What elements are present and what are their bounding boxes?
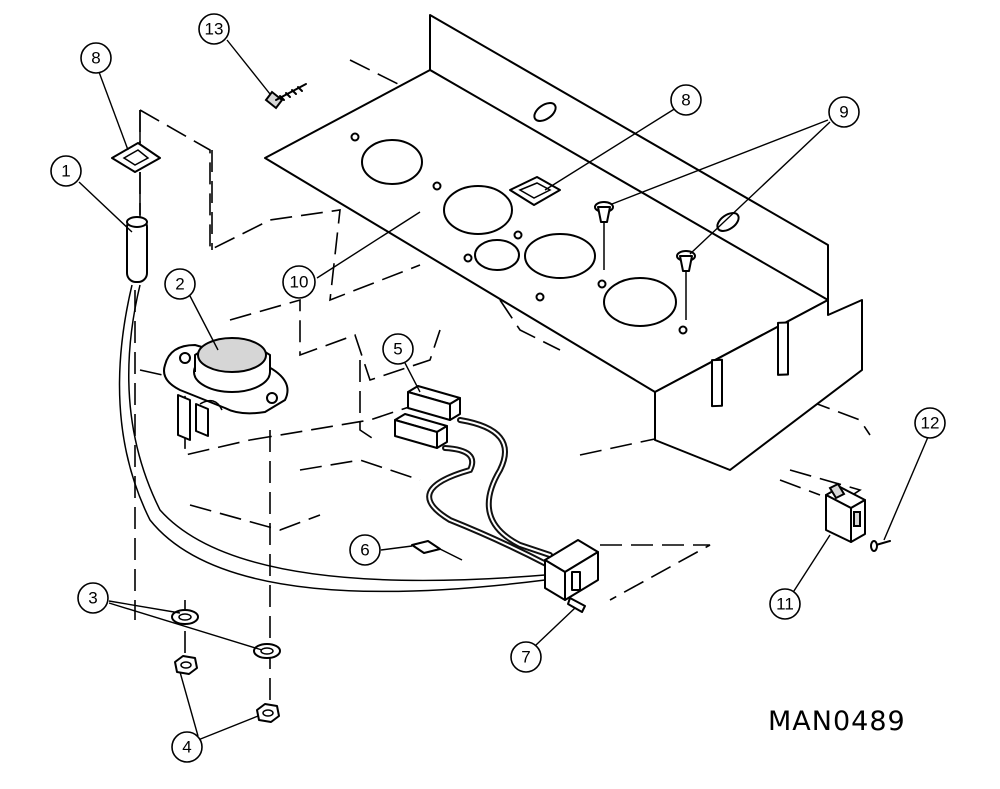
callout-7-label: 7 <box>521 648 530 667</box>
callout-5-label: 5 <box>393 340 402 359</box>
callout-13-label: 13 <box>205 20 224 39</box>
callout-3-label: 3 <box>88 589 97 608</box>
callout-leaders <box>78 39 929 741</box>
spade-connectors <box>394 385 461 449</box>
callout-4: 4 <box>171 731 203 763</box>
self-tapping-screw <box>264 83 307 110</box>
callout-12-label: 12 <box>921 414 940 433</box>
callout-6: 6 <box>349 534 381 566</box>
drawing-number: MAN0489 <box>768 706 906 737</box>
callout-10-label: 10 <box>290 273 309 292</box>
small-screw <box>870 540 891 552</box>
temperature-sensor <box>126 172 148 283</box>
callout-5: 5 <box>382 333 414 365</box>
hex-nuts <box>174 655 280 723</box>
sensor-lead-wires <box>118 284 546 593</box>
callout-8b-label: 8 <box>681 91 690 110</box>
callout-9-label: 9 <box>839 103 848 122</box>
callout-4-label: 4 <box>182 738 191 757</box>
callout-2: 2 <box>164 268 196 300</box>
callout-6-label: 6 <box>360 541 369 560</box>
callout-1-label: 1 <box>61 162 70 181</box>
callout-11-label: 11 <box>776 595 794 614</box>
callout-10: 10 <box>282 265 316 299</box>
ring-terminal <box>411 540 463 561</box>
grommet-left <box>111 110 161 173</box>
wire-harness <box>426 417 553 568</box>
callout-11: 11 <box>769 588 801 620</box>
callout-2-label: 2 <box>175 275 184 294</box>
callout-1: 1 <box>50 155 82 187</box>
lock-washers <box>171 609 281 659</box>
plug-connector <box>544 539 599 613</box>
mounting-bracket <box>264 14 863 471</box>
callout-8-right: 8 <box>670 84 702 116</box>
callout-12: 12 <box>914 407 946 439</box>
callout-8-left: 8 <box>80 42 112 74</box>
callout-9: 9 <box>828 96 860 128</box>
screws <box>594 201 696 320</box>
switch-bracket <box>825 482 866 543</box>
callout-7: 7 <box>510 641 542 673</box>
thermostat <box>163 337 289 441</box>
callout-13: 13 <box>198 13 230 45</box>
callout-3: 3 <box>77 582 109 614</box>
callout-8a-label: 8 <box>91 49 100 68</box>
